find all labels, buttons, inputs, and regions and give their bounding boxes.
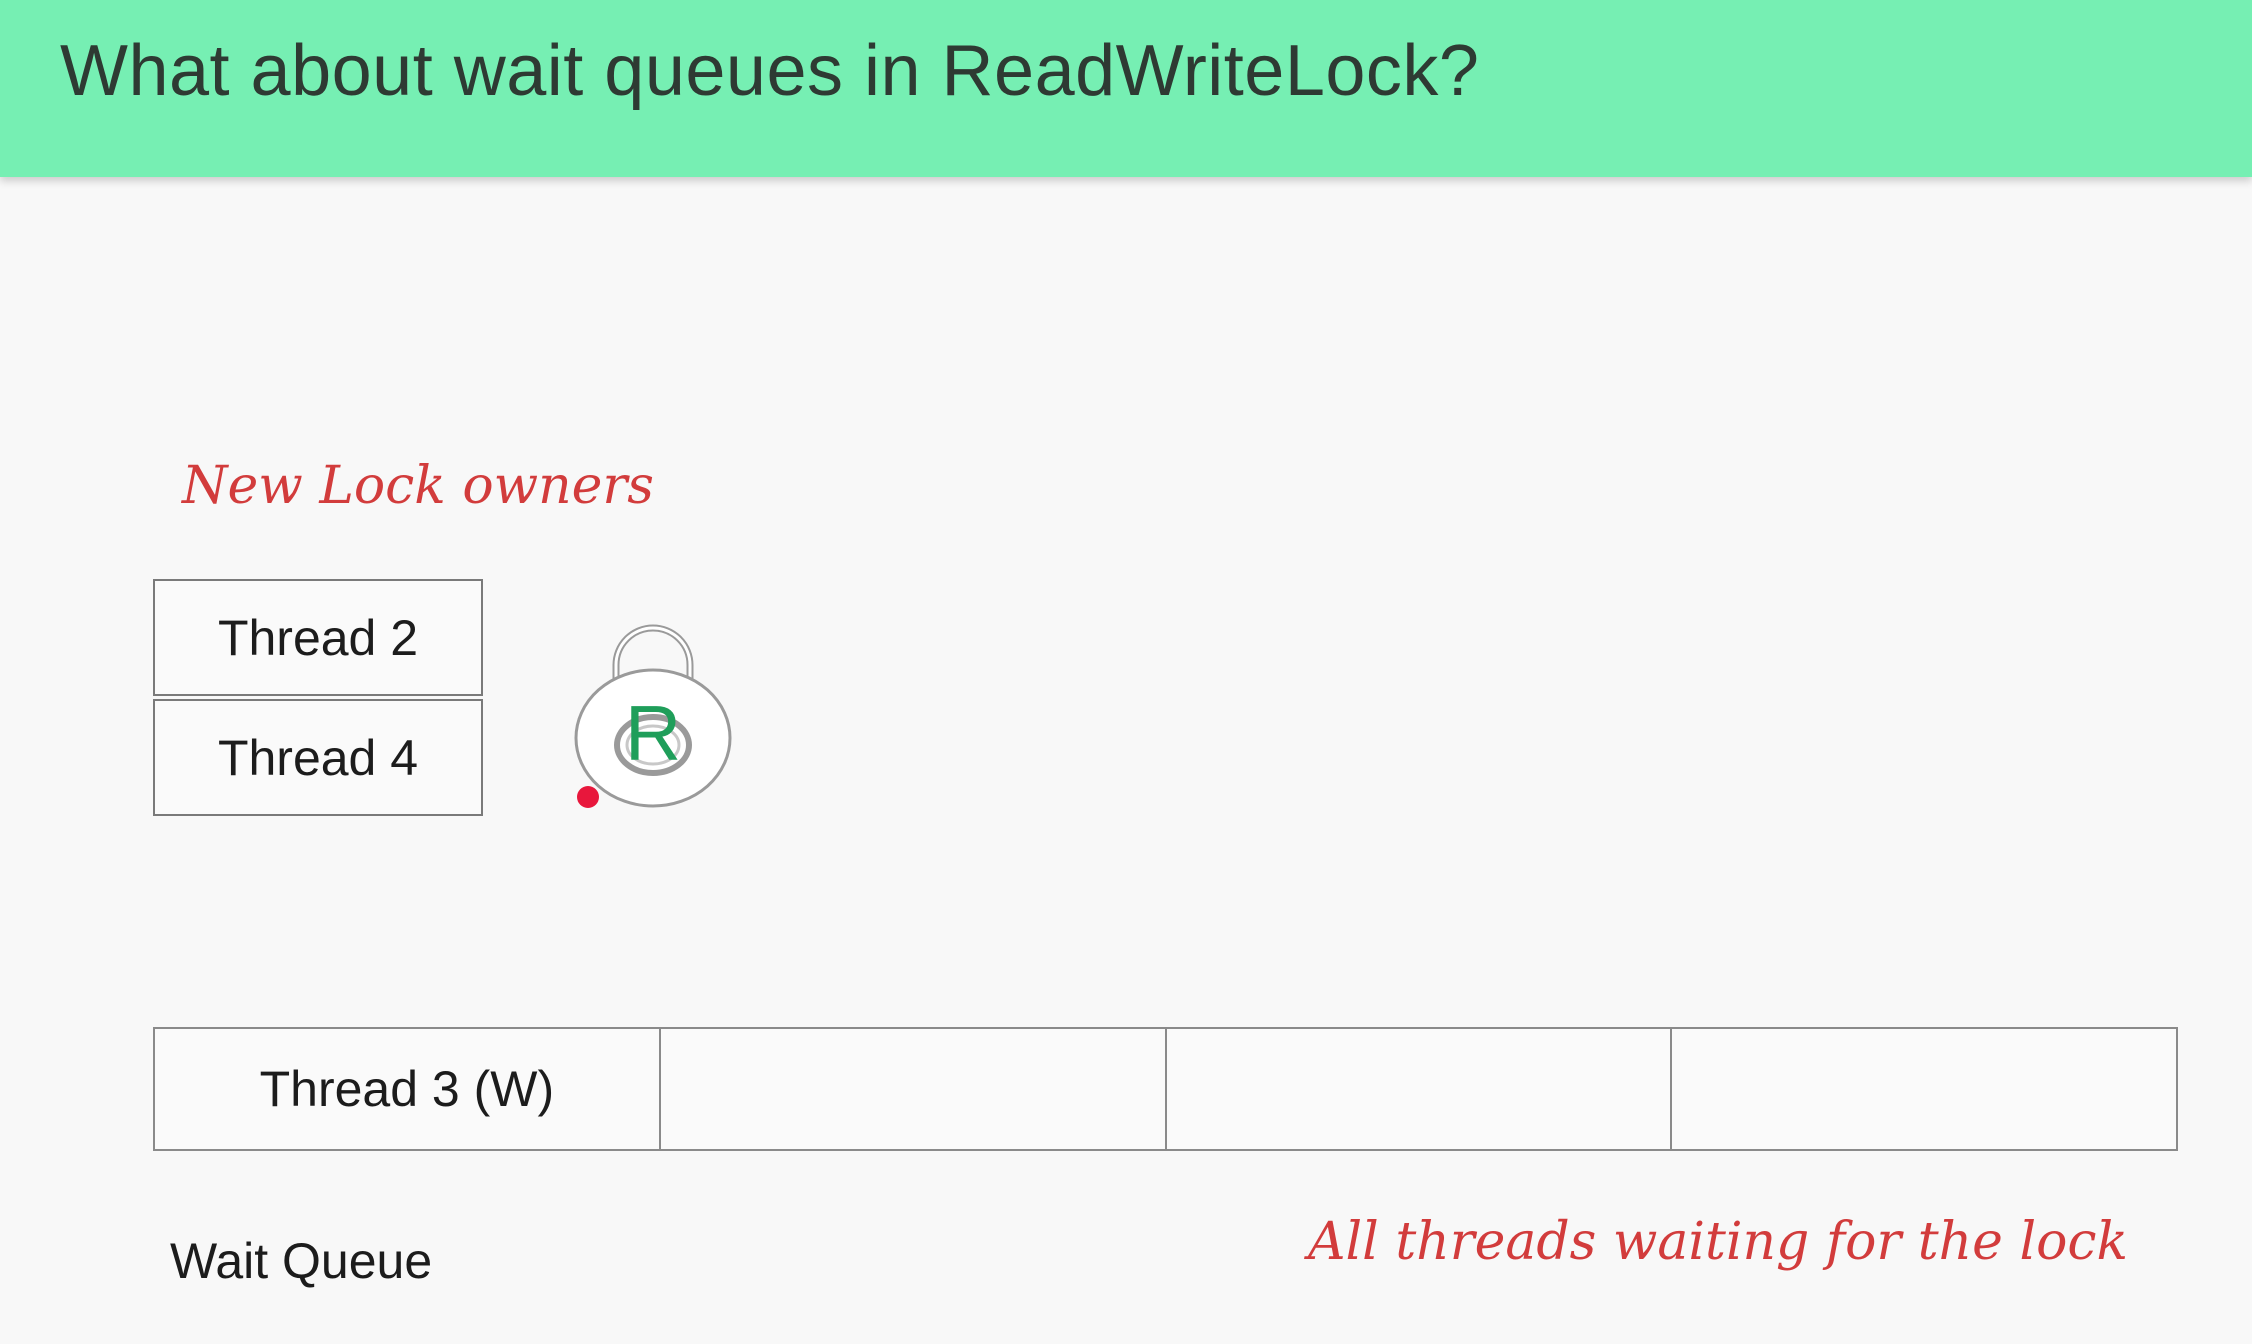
lock-owner-box: Thread 2 bbox=[153, 579, 483, 696]
page-title: What about wait queues in ReadWriteLock? bbox=[60, 31, 1480, 111]
lock-owner-box: Thread 4 bbox=[153, 699, 483, 816]
title-bar: What about wait queues in ReadWriteLock? bbox=[0, 0, 2252, 177]
pointer-dot-icon bbox=[577, 786, 599, 808]
owners-annotation: New Lock owners bbox=[182, 456, 654, 516]
padlock-icon: R bbox=[568, 610, 738, 810]
queue-slot: Thread 3 (W) bbox=[155, 1029, 661, 1149]
waiting-annotation: All threads waiting for the lock bbox=[1308, 1212, 2129, 1272]
queue-slot bbox=[1167, 1029, 1673, 1149]
queue-slot bbox=[1672, 1029, 2176, 1149]
wait-queue-label: Wait Queue bbox=[170, 1233, 433, 1289]
queue-slot bbox=[661, 1029, 1167, 1149]
wait-queue: Thread 3 (W) bbox=[153, 1027, 2178, 1151]
lock-mode-letter: R bbox=[625, 689, 681, 777]
